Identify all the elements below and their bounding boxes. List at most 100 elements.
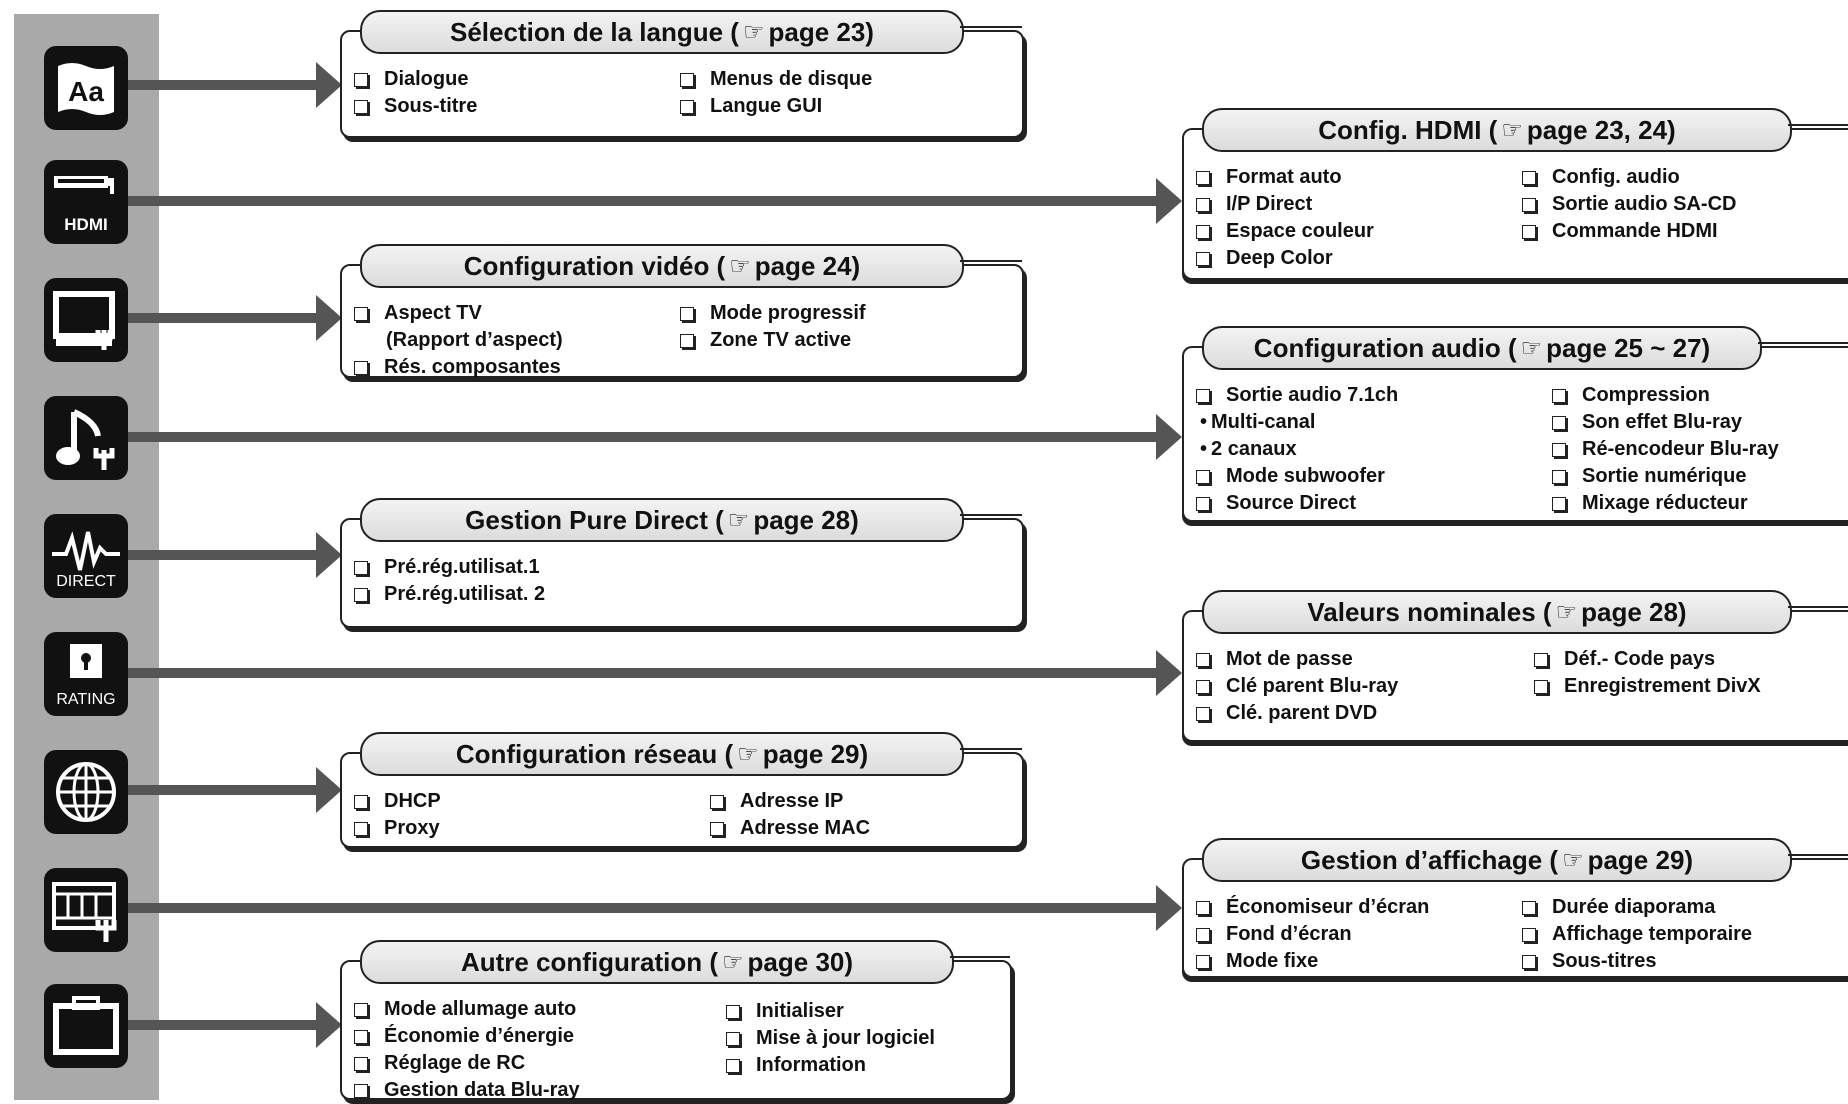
page-reference-hand-icon: ☞ [1520, 334, 1543, 362]
arrow-rating [128, 650, 1182, 696]
language-col-1: Dialogue Sous-titre [352, 66, 477, 120]
network-col-2: Adresse IP Adresse MAC [708, 788, 870, 842]
network-col-1: DHCP Proxy [352, 788, 441, 842]
list-item: Zone TV active [678, 327, 866, 354]
list-item: (Rapport d’aspect) [386, 329, 563, 351]
checkbox-icon [354, 360, 368, 375]
page-reference-hand-icon: ☞ [727, 506, 750, 534]
list-item: Économie d’énergie [352, 1023, 580, 1050]
checkbox-icon [680, 99, 694, 114]
list-item: Adresse MAC [708, 815, 870, 842]
arrow-video [128, 295, 342, 341]
film-display-icon [44, 868, 128, 952]
list-item: Sortie audio SA-CD [1520, 191, 1736, 218]
checkbox-icon [1534, 679, 1548, 694]
list-item: Config. audio [1520, 164, 1736, 191]
list-item: Dialogue [352, 66, 477, 93]
hdmi-col-1: Format auto I/P Direct Espace couleur De… [1194, 164, 1374, 272]
list-item: Pré.rég.utilisat. 2 [352, 581, 545, 608]
audio-section: Configuration audio (☞page 25 ~ 27) Sort… [1182, 326, 1848, 522]
checkbox-icon [354, 72, 368, 87]
direct-section-title: Gestion Pure Direct (☞page 28) [360, 498, 964, 542]
language-icon: Aa [44, 46, 128, 130]
checkbox-icon [1522, 197, 1536, 212]
display-section-title: Gestion d’affichage (☞page 29) [1202, 838, 1792, 882]
checkbox-icon [1534, 652, 1548, 667]
checkbox-icon [354, 587, 368, 602]
hdmi-icon: HDMI [44, 160, 128, 244]
arrow-hdmi [128, 178, 1182, 224]
list-item: Déf.- Code pays [1532, 646, 1761, 673]
list-item: •2 canaux [1200, 438, 1297, 460]
checkbox-icon [1196, 679, 1210, 694]
rating-col-2: Déf.- Code pays Enregistrement DivX [1532, 646, 1761, 700]
checkbox-icon [354, 1029, 368, 1044]
network-section: Configuration réseau (☞page 29) DHCP Pro… [340, 732, 1024, 848]
list-item: Mode allumage auto [352, 996, 580, 1023]
checkbox-icon [1196, 900, 1210, 915]
rating-col-1: Mot de passe Clé parent Blu-ray Clé. par… [1194, 646, 1398, 727]
page-reference-hand-icon: ☞ [1555, 598, 1578, 626]
checkbox-icon [680, 333, 694, 348]
list-item: Fond d’écran [1194, 921, 1429, 948]
list-item: Proxy [352, 815, 441, 842]
page-reference-hand-icon: ☞ [1562, 846, 1584, 874]
list-item: Réglage de RC [352, 1050, 580, 1077]
arrow-language [128, 62, 342, 108]
svg-text:RATING: RATING [56, 691, 115, 708]
checkbox-icon [710, 794, 724, 809]
checkbox-icon [354, 821, 368, 836]
checkbox-icon [1552, 415, 1566, 430]
globe-icon [44, 750, 128, 834]
video-tv-icon [44, 278, 128, 362]
pure-direct-icon: DIRECT [44, 514, 128, 598]
checkbox-icon [726, 1058, 740, 1073]
audio-section-title: Configuration audio (☞page 25 ~ 27) [1202, 326, 1762, 370]
language-section: Sélection de la langue (☞page 23) Dialog… [340, 10, 1024, 138]
list-item: Information [724, 1052, 935, 1079]
hdmi-col-2: Config. audio Sortie audio SA-CD Command… [1520, 164, 1736, 245]
svg-text:Aa: Aa [68, 76, 104, 107]
checkbox-icon [1196, 197, 1210, 212]
checkbox-icon [1196, 927, 1210, 942]
checkbox-icon [354, 794, 368, 809]
list-item: Mode fixe [1194, 948, 1429, 975]
page-reference-hand-icon: ☞ [737, 740, 759, 768]
list-item: Sous-titres [1520, 948, 1752, 975]
checkbox-icon [726, 1031, 740, 1046]
display-col-1: Économiseur d’écran Fond d’écran Mode fi… [1194, 894, 1429, 975]
video-section-title: Configuration vidéo (☞page 24) [360, 244, 964, 288]
checkbox-icon [354, 1056, 368, 1071]
other-section-title: Autre configuration (☞page 30) [360, 940, 954, 984]
arrow-other [128, 1002, 342, 1048]
checkbox-icon [1196, 496, 1210, 511]
list-item: Mode progressif [678, 300, 866, 327]
checkbox-icon [354, 1083, 368, 1098]
list-item: Clé. parent DVD [1194, 700, 1398, 727]
checkbox-icon [1196, 388, 1210, 403]
checkbox-icon [1196, 652, 1210, 667]
page-reference-hand-icon: ☞ [1501, 116, 1523, 144]
list-item: Mixage réducteur [1550, 490, 1779, 517]
checkbox-icon [1196, 251, 1210, 266]
arrow-audio [128, 414, 1182, 460]
list-item: Durée diaporama [1520, 894, 1752, 921]
svg-text:DIRECT: DIRECT [56, 573, 116, 590]
checkbox-icon [1552, 442, 1566, 457]
arrow-display [128, 885, 1182, 931]
list-item: Menus de disque [678, 66, 872, 93]
checkbox-icon [680, 306, 694, 321]
list-item: Son effet Blu-ray [1550, 409, 1779, 436]
list-item: Gestion data Blu-ray [352, 1077, 580, 1104]
video-col-2: Mode progressif Zone TV active [678, 300, 866, 354]
toolbox-icon [44, 984, 128, 1068]
checkbox-icon [1522, 954, 1536, 969]
arrow-direct [128, 532, 342, 578]
other-col-2: Initialiser Mise à jour logiciel Informa… [724, 998, 935, 1079]
other-col-1: Mode allumage auto Économie d’énergie Ré… [352, 996, 580, 1104]
list-item: Enregistrement DivX [1532, 673, 1761, 700]
list-item: Langue GUI [678, 93, 872, 120]
list-item: Source Direct [1194, 490, 1398, 517]
list-item: Sortie audio 7.1ch [1194, 382, 1398, 409]
page-reference-hand-icon: ☞ [722, 948, 744, 976]
